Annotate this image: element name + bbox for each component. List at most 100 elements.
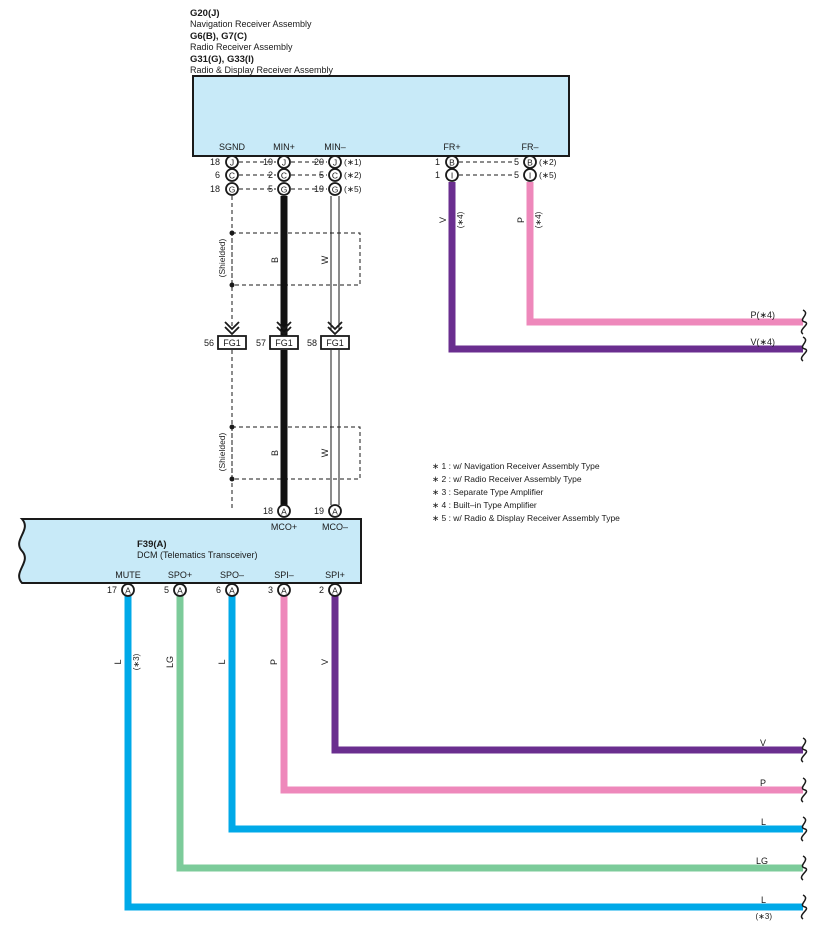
header-name-display: Radio & Display Receiver Assembly [190, 65, 334, 75]
label-wire-b: B [270, 450, 280, 456]
pin-circle [445, 168, 459, 182]
header-name-radio: Radio Receiver Assembly [190, 42, 293, 52]
svg-text:(∗2): (∗2) [344, 170, 362, 180]
connector-chevrons [224, 321, 343, 336]
fg1-label: FG1 [223, 338, 241, 348]
svg-text:5: 5 [319, 170, 324, 180]
terminal-spi-minus: SPI– [274, 570, 294, 580]
wire-l-mute [124, 596, 803, 911]
svg-text:5: 5 [164, 585, 169, 595]
pin-circle [328, 504, 342, 518]
svg-text:A: A [281, 507, 287, 517]
pin-circle [277, 168, 291, 182]
svg-text:2: 2 [319, 585, 324, 595]
wire-break-marks [800, 309, 808, 920]
svg-text:(∗3): (∗3) [756, 912, 773, 921]
wire-labels-right: V P L LG L (∗3) [756, 738, 773, 921]
fg1-pin-56: 56 [204, 338, 214, 348]
terminal-spo-minus: SPO– [220, 570, 244, 580]
pin-circle [277, 504, 291, 518]
dcm-top-pins: 18 A 19 A [263, 504, 342, 518]
svg-text:J: J [282, 158, 286, 168]
pin-circle [523, 168, 537, 182]
terminal-fr-minus: FR– [521, 142, 538, 152]
label-wire-b: B [270, 257, 280, 263]
top-pin-row-1: 18 J 19 J 20 J (∗1) [210, 155, 362, 169]
fg1-label: FG1 [275, 338, 293, 348]
header-code-bc: G6(B), G7(C) [190, 31, 247, 42]
wire-w-top [330, 196, 340, 330]
shield-lines [231, 196, 361, 510]
svg-text:18: 18 [263, 506, 273, 516]
svg-text:B: B [449, 158, 455, 168]
wire-w-bottom [330, 350, 340, 505]
terminal-spi-plus: SPI+ [325, 570, 345, 580]
svg-text:(∗2): (∗2) [539, 157, 557, 167]
pin-circle [225, 168, 239, 182]
svg-text:C: C [229, 171, 235, 181]
pin-circle [328, 583, 342, 597]
svg-text:(∗3): (∗3) [132, 653, 141, 670]
svg-text:G: G [281, 185, 288, 195]
pin-circle [225, 583, 239, 597]
svg-text:I: I [529, 171, 531, 181]
footnote-5: ∗ 5 : w/ Radio & Display Receiver Assemb… [432, 513, 620, 523]
svg-text:17: 17 [107, 585, 117, 595]
shield-node [229, 424, 235, 430]
footnote-2: ∗ 2 : w/ Radio Receiver Assembly Type [432, 474, 582, 484]
terminal-min-minus: MIN– [324, 142, 346, 152]
footnote-4: ∗ 4 : Built–in Type Amplifier [432, 500, 537, 510]
svg-text:A: A [281, 586, 287, 596]
fg1-pin-57: 57 [256, 338, 266, 348]
svg-text:2: 2 [268, 170, 273, 180]
footnote-1: ∗ 1 : w/ Navigation Receiver Assembly Ty… [432, 461, 600, 471]
dcm-code: F39(A) [137, 539, 167, 550]
svg-text:A: A [229, 586, 235, 596]
svg-text:V: V [320, 659, 330, 665]
terminal-mco-minus: MCO– [322, 522, 348, 532]
pin-circle [328, 168, 342, 182]
top-pin-row-3: 18 G 5 G 19 G (∗5) [210, 182, 362, 196]
component-header: G20(J) Navigation Receiver Assembly G6(B… [190, 8, 334, 75]
pin-circle [225, 155, 239, 169]
pin-circle [328, 155, 342, 169]
receiver-terminal-labels: SGND MIN+ MIN– FR+ FR– [219, 142, 539, 152]
svg-text:V: V [760, 738, 766, 748]
label-v-note4: V(∗4) [750, 337, 775, 347]
svg-text:P: P [760, 778, 766, 788]
label-shielded: (Shielded) [217, 238, 227, 277]
svg-text:5: 5 [268, 184, 273, 194]
shield-node [229, 282, 235, 288]
pin-circle [121, 583, 135, 597]
svg-text:C: C [281, 171, 287, 181]
terminal-fr-plus: FR+ [443, 142, 460, 152]
label-wire-v: V [438, 217, 448, 223]
header-name-nav: Navigation Receiver Assembly [190, 19, 312, 29]
dcm-name: DCM (Telematics Transceiver) [137, 550, 258, 560]
label-wire-w: W [320, 255, 330, 264]
label-note4: (∗4) [456, 211, 465, 228]
svg-text:3: 3 [268, 585, 273, 595]
terminal-min-plus: MIN+ [273, 142, 295, 152]
pin-circle [277, 182, 291, 196]
dcm-box [18, 518, 362, 584]
fr-pin-rows: 1 B 5 B (∗2) 1 I 5 I (∗5) [435, 155, 557, 182]
pin-dash-lines [239, 161, 515, 190]
wire-labels-bottom: L (∗3) LG L P V [113, 653, 330, 670]
svg-text:6: 6 [216, 585, 221, 595]
svg-text:6: 6 [215, 170, 220, 180]
svg-text:J: J [230, 158, 234, 168]
pin-circle [277, 155, 291, 169]
shield-node [229, 476, 235, 482]
wire-p-spi-minus [280, 596, 803, 794]
svg-text:C: C [332, 171, 338, 181]
terminal-sgnd: SGND [219, 142, 246, 152]
fg1-pin-58: 58 [307, 338, 317, 348]
terminal-spo-plus: SPO+ [168, 570, 192, 580]
svg-text:(∗5): (∗5) [344, 184, 362, 194]
top-pin-row-2: 6 C 2 C 5 C (∗2) [215, 168, 362, 182]
wire-v-fr-plus [448, 182, 803, 353]
svg-text:L: L [761, 817, 766, 827]
label-p-note4: P(∗4) [750, 310, 775, 320]
svg-text:LG: LG [165, 656, 175, 668]
